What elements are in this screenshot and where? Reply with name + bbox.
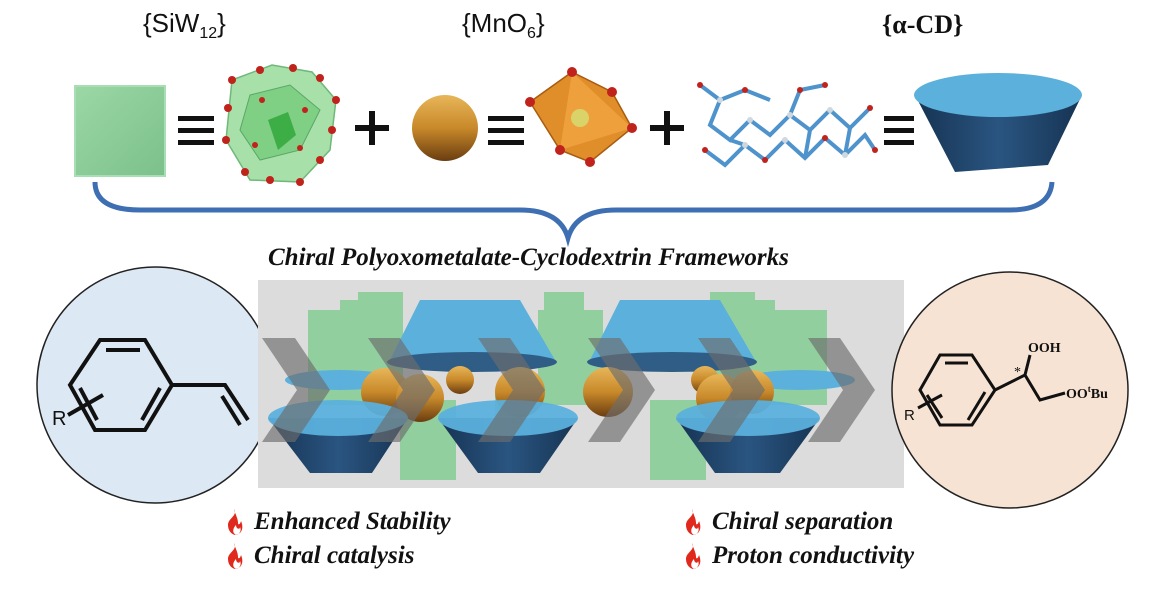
- framework-panel: [258, 280, 904, 488]
- siw12-polyhedral-model: [222, 64, 340, 186]
- equiv-sign-3: [884, 116, 914, 145]
- mno6-label-end: }: [535, 8, 545, 38]
- framework-title: Chiral Polyoxometalate-Cyclodextrin Fram…: [268, 244, 789, 271]
- plus-sign-2: [650, 111, 684, 145]
- feature-item: Enhanced Stability: [222, 508, 451, 536]
- feature-label: Chiral catalysis: [254, 542, 415, 569]
- acd-ball-stick-model: [697, 82, 878, 168]
- siw12-label-main: {SiW: [143, 8, 200, 38]
- siw12-cube: [74, 85, 166, 177]
- flame-icon: [228, 543, 243, 569]
- ootbu-group: OOtBu: [1066, 384, 1108, 402]
- feature-label: Enhanced Stability: [254, 508, 451, 535]
- mno6-label: {MnO6}: [462, 8, 545, 43]
- mno6-label-sub: 6: [527, 25, 536, 43]
- siw12-label: {SiW12}: [143, 8, 226, 43]
- equiv-sign-1: [178, 116, 214, 145]
- ootbu-bu: Bu: [1091, 387, 1108, 402]
- siw12-label-end: }: [217, 8, 226, 38]
- feature-item: Chiral catalysis: [222, 542, 414, 570]
- mno6-sphere: [412, 95, 478, 161]
- chiral-center-mark: *: [1014, 365, 1021, 380]
- feature-item: Chiral separation: [680, 508, 893, 536]
- curly-brace: [92, 181, 1055, 248]
- plus-sign-1: [355, 111, 389, 145]
- ootbu-t: t: [1088, 384, 1091, 394]
- flame-icon: [686, 543, 701, 569]
- product-peroxide: R * OOH OOtBu: [891, 271, 1129, 509]
- siw12-label-sub: 12: [199, 25, 218, 43]
- equiv-sign-2: [488, 116, 524, 145]
- flame-icon: [686, 509, 701, 535]
- feature-label: Chiral separation: [712, 508, 894, 535]
- feature-label: Proton conductivity: [712, 542, 915, 569]
- mno6-octahedron: [525, 67, 637, 167]
- ooh-group: OOH: [1028, 341, 1061, 356]
- flame-icon: [228, 509, 243, 535]
- feature-item: Proton conductivity: [680, 542, 914, 570]
- reactant-r-group: R: [52, 408, 66, 430]
- reactant-styrene: R: [36, 266, 274, 504]
- ootbu-oo: OO: [1066, 387, 1088, 402]
- mno6-label-main: {MnO: [462, 8, 528, 38]
- product-r-group: R: [904, 407, 915, 424]
- acd-cone: [914, 73, 1082, 172]
- acd-label: {α-CD}: [882, 10, 964, 39]
